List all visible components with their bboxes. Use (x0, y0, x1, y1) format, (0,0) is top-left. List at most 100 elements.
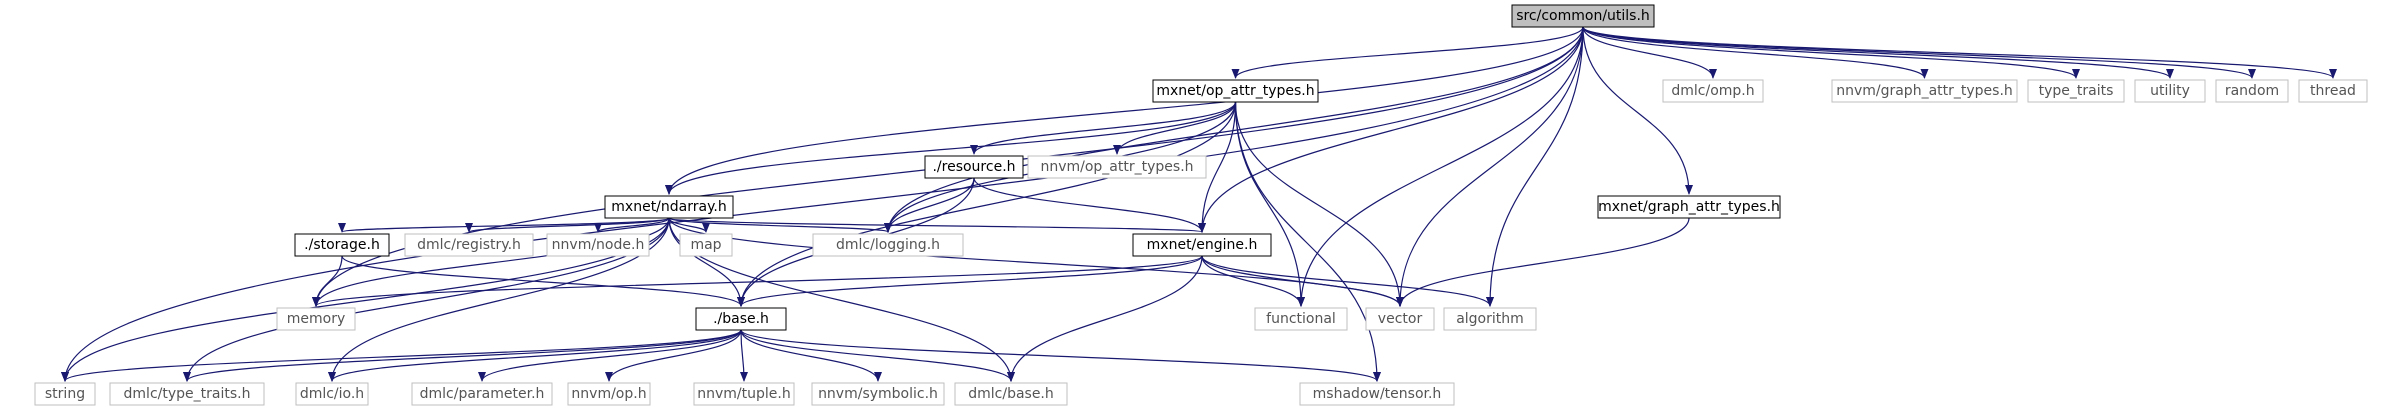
edge-base-to-dmlc_type_traits (183, 329, 742, 382)
node-storage[interactable]: ./storage.h (294, 233, 390, 257)
node-label-dmlc-logging: dmlc/logging.h (836, 237, 940, 253)
node-box-vector (1365, 307, 1435, 331)
node-layer: src/common/utils.h mxnet/op_attr_types.hm… (34, 4, 2368, 406)
node-ndarray[interactable]: mxnet/ndarray.h (604, 195, 734, 219)
node-nnvm-symbolic: nnvm/symbolic.h (811, 382, 945, 406)
node-engine[interactable]: mxnet/engine.h (1132, 233, 1272, 257)
node-dmlc-base: dmlc/base.h (954, 382, 1068, 406)
node-label-nnvm-graph-attr: nnvm/graph_attr_types.h (1836, 83, 2013, 99)
node-label-algorithm: algorithm (1456, 311, 1524, 327)
edge-engine-to-vector (1201, 255, 1404, 307)
node-box-map (679, 233, 733, 257)
node-utils[interactable]: src/common/utils.h (1511, 4, 1655, 28)
node-label-vector: vector (1378, 311, 1423, 327)
node-nnvm-tuple: nnvm/tuple.h (693, 382, 795, 406)
edge-engine-to-base (737, 255, 1203, 307)
node-dmlc-io: dmlc/io.h (295, 382, 369, 406)
node-map: map (679, 233, 733, 257)
node-mshadow-tensor: mshadow/tensor.h (1299, 382, 1455, 406)
node-algorithm: algorithm (1443, 307, 1537, 331)
node-nnvm-graph-attr: nnvm/graph_attr_types.h (1831, 79, 2018, 103)
node-box-ndarray (604, 195, 734, 219)
node-box-dmlc-omp (1662, 79, 1764, 103)
node-utility: utility (2134, 79, 2206, 103)
node-thread: thread (2298, 79, 2368, 103)
node-op-attr-types[interactable]: mxnet/op_attr_types.h (1152, 79, 1319, 103)
edge-ndarray-to-memory (312, 217, 670, 307)
node-box-algorithm (1443, 307, 1537, 331)
edge-ndarray-to-dmlc_logging (668, 217, 892, 233)
node-label-functional: functional (1266, 311, 1336, 327)
edge-storage-to-base (341, 255, 745, 307)
edge-utils-to-type_traits (1582, 26, 2080, 79)
node-box-storage (294, 233, 390, 257)
node-dmlc-registry: dmlc/registry.h (404, 233, 534, 257)
edge-utils-to-random (1582, 26, 2256, 79)
node-label-string: string (45, 386, 85, 402)
node-box-string (34, 382, 96, 406)
node-vector: vector (1365, 307, 1435, 331)
edge-utils-to-ndarray (665, 26, 1584, 195)
node-label-nnvm-tuple: nnvm/tuple.h (697, 386, 790, 402)
edge-engine-to-functional (1201, 255, 1305, 307)
node-label-dmlc-parameter: dmlc/parameter.h (420, 386, 545, 402)
edge-utils-to-dmlc_logging (884, 26, 1584, 233)
node-box-dmlc-parameter (411, 382, 553, 406)
node-label-ndarray: mxnet/ndarray.h (611, 199, 726, 215)
node-box-nnvm-node (546, 233, 650, 257)
node-nnvm-op: nnvm/op.h (567, 382, 651, 406)
edge-op_attr_types-to-nnvm_op_attr (1113, 101, 1237, 155)
edge-ndarray-to-nnvm_node (594, 217, 670, 233)
node-label-graph-attr-types: mxnet/graph_attr_types.h (1598, 199, 1780, 215)
node-box-mshadow-tensor (1299, 382, 1455, 406)
edge-base-to-nnvm_op (605, 329, 742, 382)
edge-ndarray-to-storage (338, 217, 670, 233)
node-box-dmlc-base (954, 382, 1068, 406)
node-box-nnvm-graph-attr (1831, 79, 2018, 103)
node-box-memory (276, 307, 356, 331)
node-resource[interactable]: ./resource.h (924, 155, 1024, 179)
node-label-nnvm-symbolic: nnvm/symbolic.h (818, 386, 938, 402)
edge-graph_attr_types-to-vector (1396, 217, 1690, 307)
edge-resource-to-dmlc_logging (884, 177, 975, 233)
node-box-op-attr-types (1152, 79, 1319, 103)
node-label-dmlc-io: dmlc/io.h (300, 386, 364, 402)
edge-layer (61, 26, 2337, 382)
node-label-engine: mxnet/engine.h (1147, 237, 1258, 253)
node-box-dmlc-registry (404, 233, 534, 257)
edge-utils-to-engine (1198, 26, 1584, 233)
node-label-dmlc-type-traits: dmlc/type_traits.h (124, 386, 251, 402)
node-label-utility: utility (2150, 83, 2190, 99)
node-label-dmlc-omp: dmlc/omp.h (1671, 83, 1754, 99)
edge-utils-to-functional (1297, 26, 1584, 307)
node-dmlc-type-traits: dmlc/type_traits.h (109, 382, 265, 406)
node-string: string (34, 382, 96, 406)
node-box-resource (924, 155, 1024, 179)
node-label-dmlc-registry: dmlc/registry.h (417, 237, 521, 253)
node-label-memory: memory (287, 311, 346, 327)
node-box-base (695, 307, 787, 331)
edge-ndarray-to-map (668, 217, 710, 233)
node-label-op-attr-types: mxnet/op_attr_types.h (1156, 83, 1314, 99)
node-nnvm-node: nnvm/node.h (546, 233, 650, 257)
edge-utils-to-string (61, 26, 1584, 382)
node-nnvm-op-attr: nnvm/op_attr_types.h (1027, 155, 1207, 179)
node-box-type-traits (2027, 79, 2125, 103)
node-label-thread: thread (2310, 83, 2356, 99)
edge-base-to-nnvm_tuple (739, 329, 748, 382)
node-label-utils: src/common/utils.h (1516, 8, 1650, 24)
edge-op_attr_types-to-base (737, 101, 1237, 307)
edge-utils-to-dmlc_omp (1582, 26, 1717, 79)
edge-base-to-dmlc_parameter (478, 329, 742, 382)
node-label-base: ./base.h (713, 311, 769, 327)
edge-utils-to-graph_attr_types (1582, 26, 1693, 195)
edge-utils-to-thread (1582, 26, 2337, 79)
node-box-utils (1511, 4, 1655, 28)
edge-op_attr_types-to-mshadow_tensor (1234, 101, 1381, 382)
node-graph-attr-types[interactable]: mxnet/graph_attr_types.h (1597, 195, 1781, 219)
node-base[interactable]: ./base.h (695, 307, 787, 331)
edge-engine-to-memory (312, 255, 1203, 307)
node-label-map: map (690, 237, 721, 253)
edge-resource-to-engine (973, 177, 1206, 233)
